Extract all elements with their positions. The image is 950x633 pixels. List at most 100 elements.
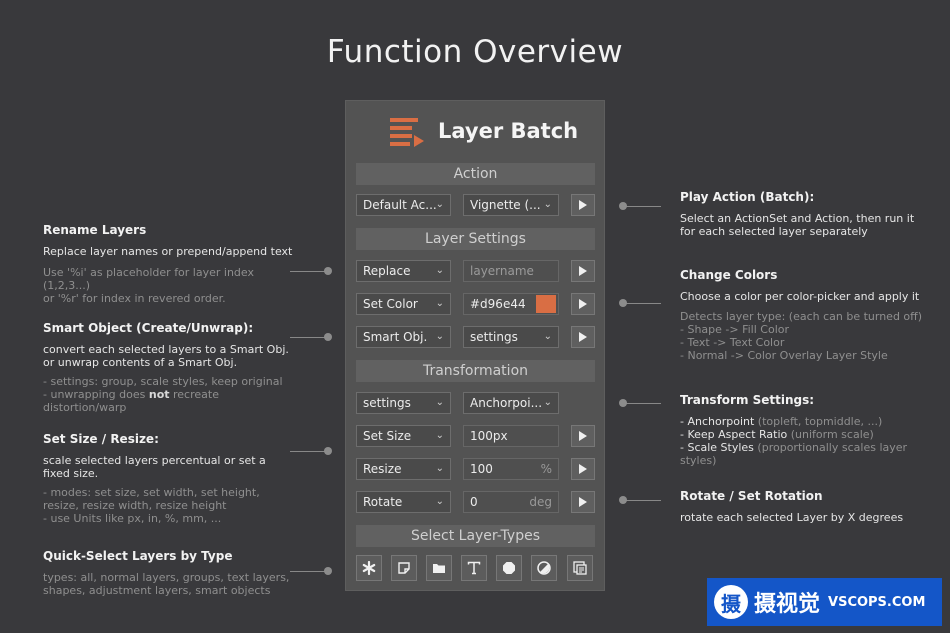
section-header-select-layer-types: Select Layer-Types bbox=[356, 525, 595, 547]
run-rotate-button[interactable] bbox=[571, 491, 595, 513]
select-shape-layers-button[interactable] bbox=[496, 555, 522, 581]
normal-layer-icon bbox=[398, 562, 410, 574]
anchorpoint-dropdown[interactable]: Anchorpoi... ⌄ bbox=[463, 392, 559, 414]
size-input[interactable]: 100px bbox=[463, 425, 559, 447]
note-description: for each selected layer separately bbox=[680, 225, 868, 238]
connector-dot bbox=[619, 202, 627, 210]
resize-mode-dropdown[interactable]: Resize ⌄ bbox=[356, 458, 451, 480]
action-dropdown[interactable]: Vignette (... ⌄ bbox=[463, 194, 559, 216]
note-detail: resize, resize width, resize height bbox=[43, 499, 227, 512]
select-groups-button[interactable] bbox=[426, 555, 452, 581]
note-description: or unwrap contents of a Smart Obj. bbox=[43, 356, 238, 369]
note-smart-object: Smart Object (Create/Unwrap): convert ea… bbox=[43, 321, 293, 415]
note-title: Set Size / Resize: bbox=[43, 432, 159, 446]
smart-object-settings-value: settings bbox=[470, 330, 518, 344]
action-set-value: Default Ac... bbox=[363, 198, 437, 212]
select-normal-layers-button[interactable] bbox=[391, 555, 417, 581]
smart-object-dropdown[interactable]: Smart Obj. ⌄ bbox=[356, 326, 451, 348]
play-icon bbox=[579, 464, 587, 474]
note-detail: Use '%i' as placeholder for layer index … bbox=[43, 266, 254, 292]
chevron-down-icon: ⌄ bbox=[543, 331, 552, 342]
note-change-colors: Change Colors Choose a color per color-p… bbox=[680, 268, 945, 363]
note-detail: - Text -> Text Color bbox=[680, 336, 785, 349]
play-icon bbox=[579, 266, 587, 276]
select-smart-objects-button[interactable] bbox=[567, 555, 593, 581]
smart-object-settings-dropdown[interactable]: settings ⌄ bbox=[463, 326, 559, 348]
adjustment-layer-icon bbox=[537, 561, 551, 575]
connector-line bbox=[290, 451, 328, 452]
chevron-down-icon: ⌄ bbox=[435, 298, 444, 309]
run-rename-button[interactable] bbox=[571, 260, 595, 282]
run-size-button[interactable] bbox=[571, 425, 595, 447]
chevron-down-icon: ⌄ bbox=[543, 199, 552, 210]
connector-line bbox=[290, 337, 328, 338]
connector-dot bbox=[619, 299, 627, 307]
note-detail: - settings: group, scale styles, keep or… bbox=[43, 375, 283, 388]
select-all-layers-button[interactable] bbox=[356, 555, 382, 581]
note-play-action: Play Action (Batch): Select an ActionSet… bbox=[680, 190, 945, 239]
rotation-input[interactable]: 0 deg bbox=[463, 491, 559, 513]
color-swatch[interactable] bbox=[536, 295, 556, 313]
color-mode-dropdown[interactable]: Set Color ⌄ bbox=[356, 293, 451, 315]
page-title: Function Overview bbox=[326, 34, 624, 70]
note-title: Rename Layers bbox=[43, 223, 147, 237]
note-title: Smart Object (Create/Unwrap): bbox=[43, 321, 254, 335]
color-mode-value: Set Color bbox=[363, 297, 418, 311]
all-icon bbox=[362, 561, 376, 575]
panel-title: Layer Batch bbox=[438, 119, 579, 143]
color-hex-input[interactable]: #d96e44 bbox=[463, 293, 559, 315]
connector-line bbox=[623, 303, 661, 304]
chevron-down-icon: ⌄ bbox=[435, 265, 444, 276]
connector-dot bbox=[324, 567, 332, 575]
resize-unit: % bbox=[540, 462, 552, 476]
run-color-button[interactable] bbox=[571, 293, 595, 315]
play-icon bbox=[579, 299, 587, 309]
note-rename-layers: Rename Layers Replace layer names or pre… bbox=[43, 223, 293, 306]
transform-settings-dropdown[interactable]: settings ⌄ bbox=[356, 392, 451, 414]
chevron-down-icon: ⌄ bbox=[435, 430, 444, 441]
action-set-dropdown[interactable]: Default Ac... ⌄ bbox=[356, 194, 451, 216]
note-description: Choose a color per color-picker and appl… bbox=[680, 290, 920, 303]
note-title: Transform Settings: bbox=[680, 393, 815, 407]
run-smart-object-button[interactable] bbox=[571, 326, 595, 348]
note-detail: - use Units like px, in, %, mm, ... bbox=[43, 512, 222, 525]
note-description: Select an ActionSet and Action, then run… bbox=[680, 212, 915, 225]
note-quick-select: Quick-Select Layers by Type types: all, … bbox=[43, 550, 293, 598]
note-title: Play Action (Batch): bbox=[680, 190, 815, 204]
size-value: 100px bbox=[470, 429, 508, 443]
select-text-layers-button[interactable] bbox=[461, 555, 487, 581]
select-adjustment-layers-button[interactable] bbox=[531, 555, 557, 581]
rename-mode-value: Replace bbox=[363, 264, 411, 278]
color-hex-value: #d96e44 bbox=[470, 297, 526, 311]
resize-value: 100 bbox=[470, 462, 493, 476]
note-detail: shapes, adjustment layers, smart objects bbox=[43, 584, 271, 597]
transform-settings-value: settings bbox=[363, 396, 411, 410]
note-detail: - Scale Styles (proportionally scales la… bbox=[680, 441, 908, 467]
note-transform-settings: Transform Settings: - Anchorpoint (tople… bbox=[680, 393, 945, 468]
note-detail: or '%r' for index in revered order. bbox=[43, 292, 226, 305]
smart-object-icon bbox=[573, 561, 587, 575]
size-mode-value: Set Size bbox=[363, 429, 412, 443]
connector-dot bbox=[324, 267, 332, 275]
connector-dot bbox=[324, 447, 332, 455]
connector-dot bbox=[619, 496, 627, 504]
section-header-layer-settings: Layer Settings bbox=[356, 228, 595, 250]
connector-dot bbox=[619, 399, 627, 407]
anchorpoint-value: Anchorpoi... bbox=[470, 396, 543, 410]
group-folder-icon bbox=[433, 564, 445, 573]
play-icon bbox=[579, 431, 587, 441]
rotate-mode-dropdown[interactable]: Rotate ⌄ bbox=[356, 491, 451, 513]
note-set-size: Set Size / Resize: scale selected layers… bbox=[43, 432, 293, 526]
play-action-button[interactable] bbox=[571, 194, 595, 216]
run-resize-button[interactable] bbox=[571, 458, 595, 480]
connector-dot bbox=[324, 333, 332, 341]
note-description: convert each selected layers to a Smart … bbox=[43, 343, 289, 356]
note-title: Change Colors bbox=[680, 268, 778, 282]
rename-mode-dropdown[interactable]: Replace ⌄ bbox=[356, 260, 451, 282]
resize-input[interactable]: 100 % bbox=[463, 458, 559, 480]
watermark-emblem-icon: 摄 bbox=[714, 585, 748, 619]
layer-name-input[interactable]: layername bbox=[463, 260, 559, 282]
chevron-down-icon: ⌄ bbox=[543, 397, 552, 408]
note-detail: types: all, normal layers, groups, text … bbox=[43, 571, 290, 584]
size-mode-dropdown[interactable]: Set Size ⌄ bbox=[356, 425, 451, 447]
